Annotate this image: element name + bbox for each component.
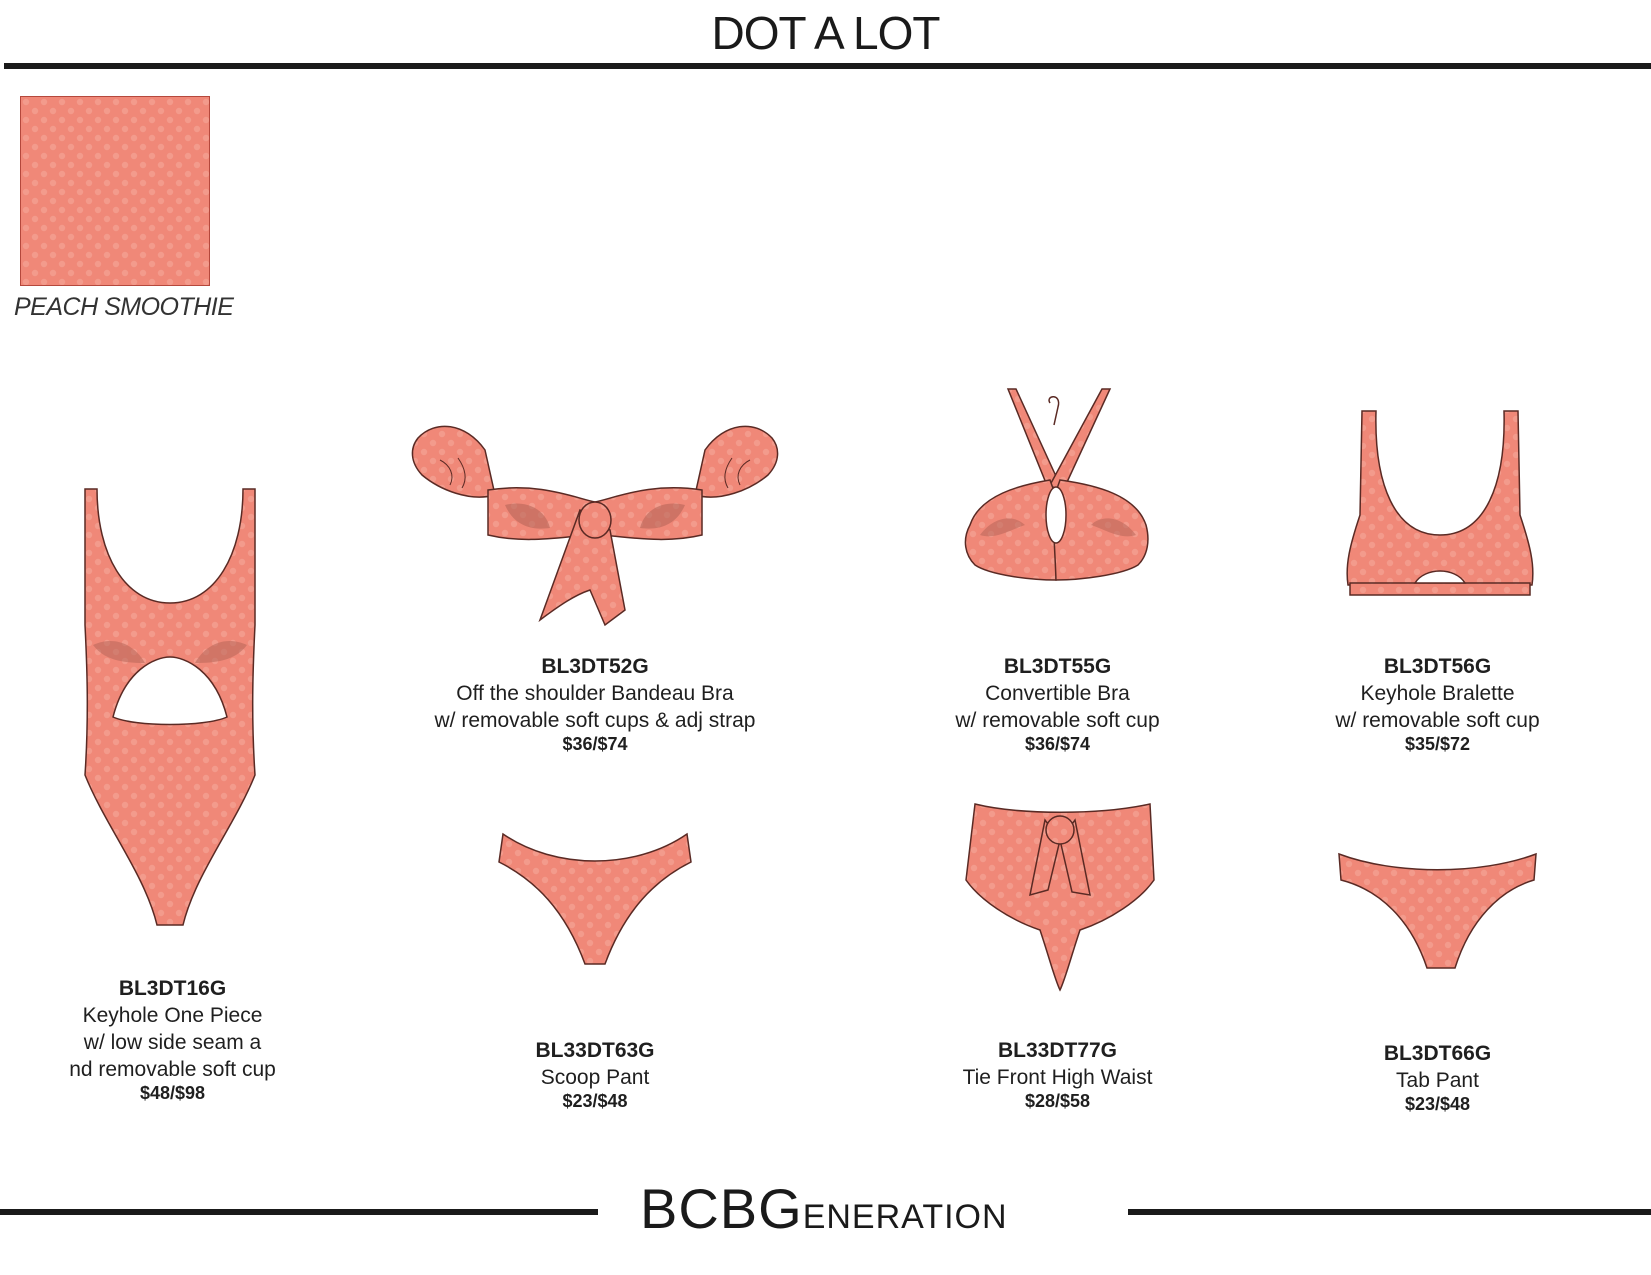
product-price: $35/$72 [1404, 734, 1471, 754]
product-desc-line: w/ removable soft cups & adj strap [434, 709, 756, 732]
product-price: $36/$74 [1024, 734, 1091, 754]
product-price: $23/$48 [1404, 1094, 1471, 1114]
product-code: BL3DT56G [1383, 655, 1492, 678]
page-title: DOT A LOT [711, 7, 941, 59]
product-bl3dt55g: BL3DT55G Convertible Bra w/ removable so… [900, 653, 1215, 754]
product-desc-line: Tab Pant [1396, 1069, 1479, 1092]
product-desc-line: Keyhole One Piece [82, 1004, 263, 1027]
product-code: BL3DT16G [118, 977, 227, 1000]
tab-pant-sketch [1338, 852, 1537, 969]
product-price: $48/$98 [139, 1083, 206, 1103]
product-desc-line: Tie Front High Waist [962, 1066, 1153, 1089]
product-bl3dt16g: BL3DT16G Keyhole One Piece w/ low side s… [30, 975, 315, 1103]
product-desc-line: Scoop Pant [540, 1066, 650, 1089]
header-divider [4, 63, 1651, 69]
product-desc-line: w/ low side seam a [83, 1031, 262, 1054]
product-bl33dt77g: BL33DT77G Tie Front High Waist $28/$58 [900, 1037, 1215, 1111]
scoop-pant-sketch [498, 832, 692, 965]
product-desc-line: w/ removable soft cup [1335, 709, 1540, 732]
product-desc-line: Convertible Bra [985, 682, 1130, 705]
footer-divider-right [1128, 1209, 1651, 1215]
product-code: BL3DT55G [1003, 655, 1112, 678]
brand-tail: ENERATION [802, 1198, 1008, 1236]
tie-front-high-waist-sketch [965, 803, 1155, 992]
product-desc-line: nd removable soft cup [69, 1058, 276, 1081]
keyhole-bralette-sketch [1346, 410, 1534, 596]
brand-initials: BCBG [640, 1177, 803, 1240]
footer-divider-left [0, 1209, 598, 1215]
product-desc-line: w/ removable soft cup [955, 709, 1160, 732]
product-price: $28/$58 [1024, 1091, 1091, 1111]
product-code: BL33DT63G [535, 1039, 655, 1062]
product-code: BL33DT77G [997, 1039, 1118, 1062]
product-desc-line: Off the shoulder Bandeau Bra [456, 682, 734, 705]
fabric-swatch [20, 96, 210, 286]
product-bl3dt52g: BL3DT52G Off the shoulder Bandeau Bra w/… [395, 653, 795, 754]
product-price: $36/$74 [562, 734, 628, 754]
product-price: $23/$48 [562, 1091, 628, 1111]
product-code: BL3DT52G [541, 655, 649, 678]
brand-logo: BCBGENERATION [640, 1176, 1008, 1241]
product-desc-line: Keyhole Bralette [1360, 682, 1515, 705]
product-bl3dt66g: BL3DT66G Tab Pant $23/$48 [1280, 1040, 1595, 1114]
keyhole-one-piece-sketch [84, 488, 256, 926]
product-bl33dt63g: BL33DT63G Scoop Pant $23/$48 [445, 1037, 745, 1111]
tab-pant-shape [1338, 852, 1537, 969]
product-code: BL3DT66G [1383, 1042, 1492, 1065]
swatch-label: PEACH SMOOTHIE [14, 293, 234, 321]
bandeau-bra-sketch [411, 425, 779, 627]
product-bl3dt56g: BL3DT56G Keyhole Bralette w/ removable s… [1280, 653, 1595, 754]
convertible-bra-sketch [964, 388, 1149, 581]
